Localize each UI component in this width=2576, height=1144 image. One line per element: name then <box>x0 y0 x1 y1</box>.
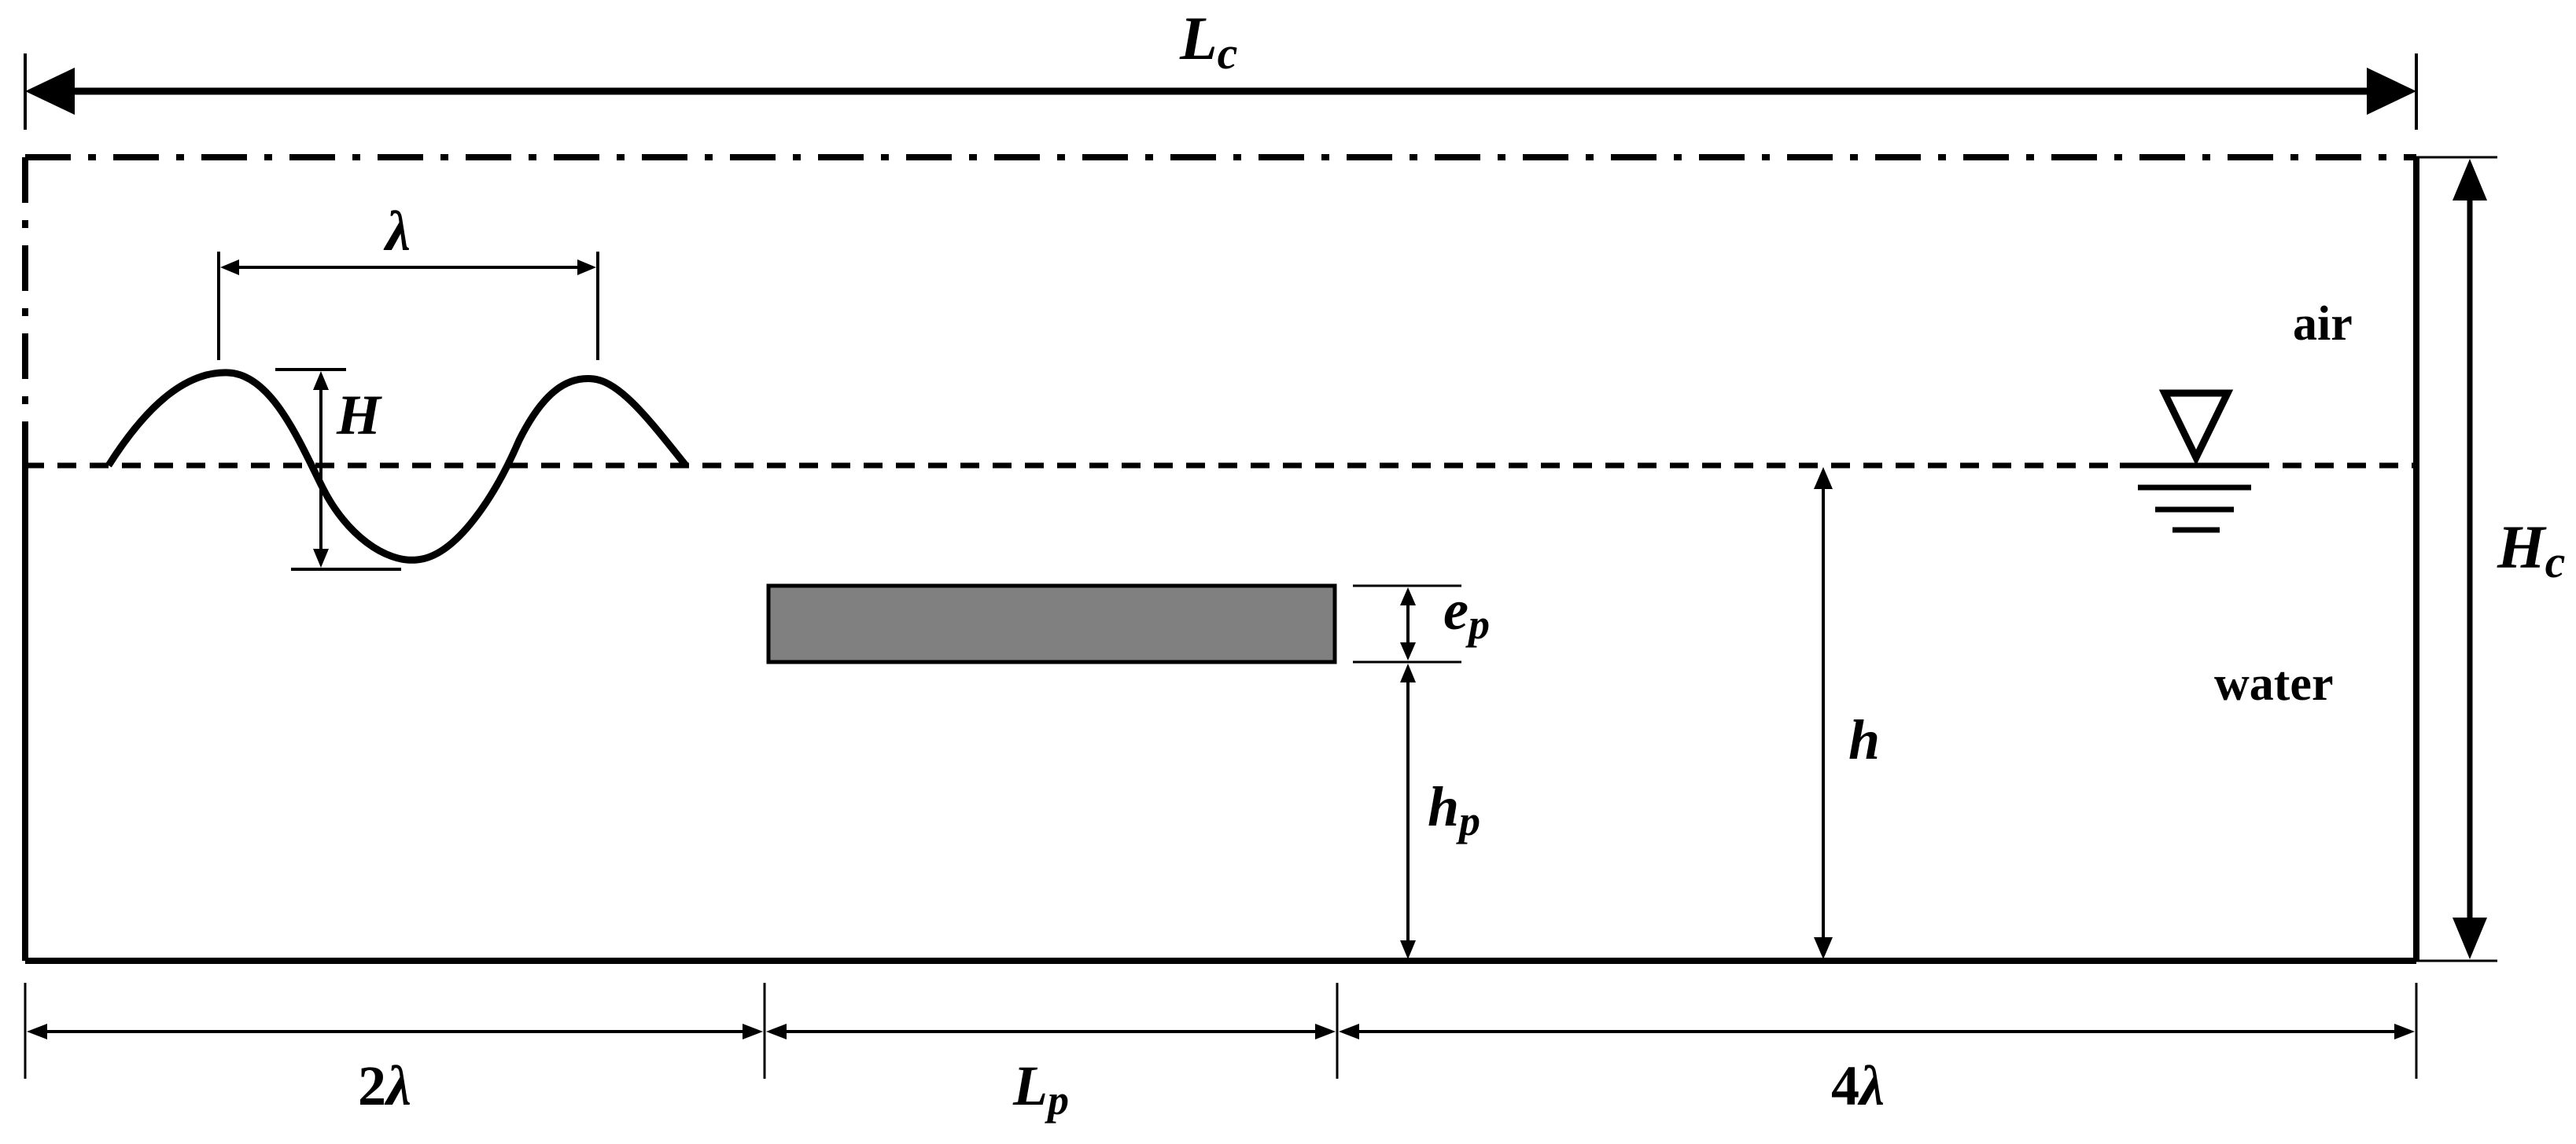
lambda-dimension <box>217 252 599 360</box>
water-level-icon <box>2120 389 2265 533</box>
wave-height-label: H <box>336 384 382 447</box>
hp-label: hp <box>1428 775 1480 844</box>
water-label: water <box>2214 657 2333 711</box>
hc-label: Hc <box>2497 513 2565 587</box>
ep-label: ep <box>1443 579 1490 648</box>
submerged-plate <box>766 583 1337 664</box>
two-lambda-label: 2λ <box>358 1054 411 1117</box>
h-dimension <box>1814 467 1833 959</box>
bottom-dimensions <box>24 983 2418 1079</box>
hp-dimension <box>1400 664 1416 959</box>
lc-label: Lc <box>1179 4 1237 79</box>
ep-dimension <box>1353 584 1461 664</box>
h-label: h <box>1848 708 1880 771</box>
wave-profile <box>105 369 689 564</box>
air-label: air <box>2293 297 2353 351</box>
four-lambda-label: 4λ <box>1831 1054 1885 1117</box>
lc-dimension <box>24 53 2418 130</box>
lp-label: Lp <box>1012 1054 1069 1124</box>
tank-outline <box>22 154 2419 964</box>
lambda-label: λ <box>383 200 411 263</box>
wave-height-dimension <box>275 368 401 571</box>
hc-dimension <box>2416 156 2497 962</box>
